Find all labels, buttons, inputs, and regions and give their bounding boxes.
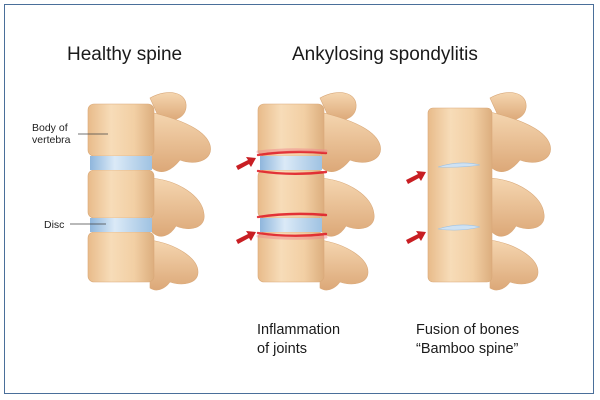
inflamed-spine	[236, 92, 381, 291]
fused-processes	[489, 92, 551, 291]
caption-fusion-line2: “Bamboo spine”	[416, 341, 519, 357]
fusion-arrow-2	[406, 231, 426, 244]
title-ankylosing-spondylitis: Ankylosing spondylitis	[292, 44, 478, 65]
caption-inflammation-line1: Inflammation	[257, 322, 341, 338]
inflamed-disc-1	[260, 156, 322, 170]
label-disc: Disc	[44, 219, 65, 231]
caption-fusion-line1: Fusion of bones	[416, 322, 520, 338]
healthy-processes	[149, 92, 211, 291]
inflamed-processes	[319, 92, 381, 291]
fused-disc-remnant-2	[437, 224, 481, 231]
inflammation-arrow-2	[236, 231, 256, 244]
inflamed-vertebra-1	[257, 103, 325, 157]
healthy-disc-2	[90, 218, 152, 232]
label-body-line1: Body of	[32, 122, 68, 134]
inflammation-highlights	[256, 148, 328, 240]
caption-inflammation-line2: of joints	[257, 341, 307, 357]
title-healthy-spine: Healthy spine	[67, 44, 183, 65]
caption-inflammation: Inflammation of joints	[257, 321, 340, 359]
inflamed-disc-2	[260, 218, 322, 232]
caption-fusion: Fusion of bones “Bamboo spine”	[416, 321, 519, 359]
label-body-line2: vertebra	[32, 134, 71, 146]
inflamed-vertebra-2	[257, 169, 325, 219]
healthy-vertebra-3	[87, 231, 155, 283]
healthy-disc-1	[90, 156, 152, 170]
label-body-of-vertebra: Body of vertebra	[32, 122, 71, 146]
healthy-vertebra-2	[87, 169, 155, 219]
healthy-spine	[70, 92, 211, 291]
healthy-vertebra-1	[87, 103, 155, 157]
fused-vertebral-column	[427, 107, 493, 283]
fusion-arrow-1	[406, 171, 426, 184]
fused-disc-remnant-1	[437, 162, 481, 168]
fused-spine	[406, 92, 551, 291]
inflammation-arrow-1	[236, 157, 256, 170]
